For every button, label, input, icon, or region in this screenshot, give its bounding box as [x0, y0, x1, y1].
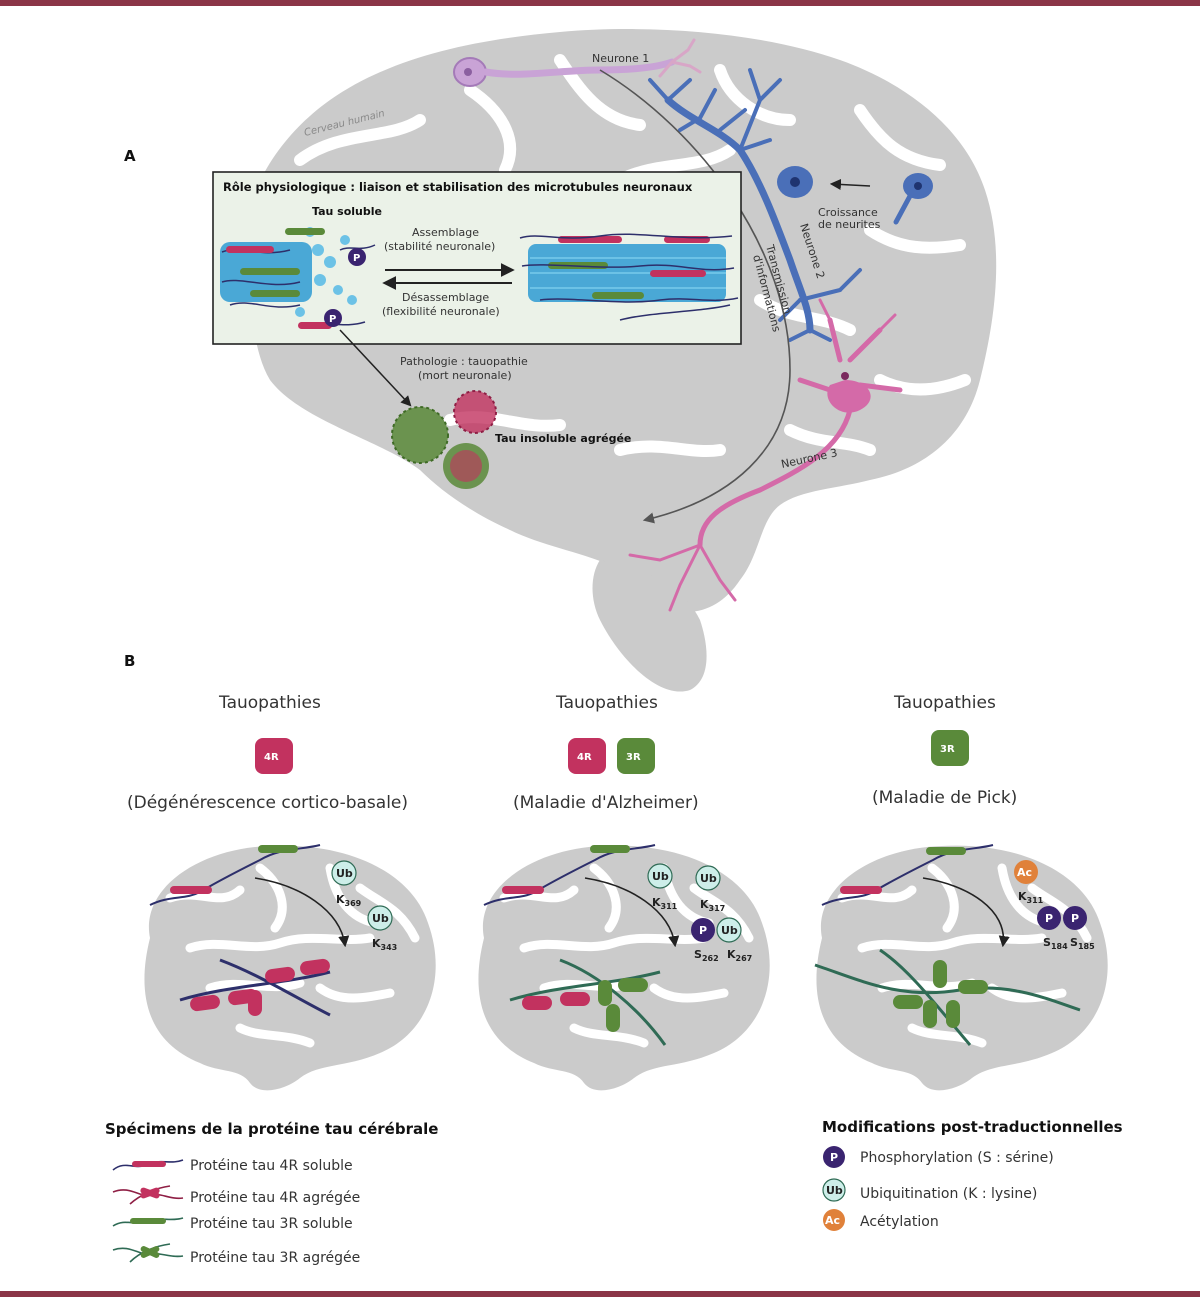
- growth-arrow: [829, 178, 871, 191]
- col2-mod-4: [716, 917, 742, 943]
- svg-text:Protéine tau 3R soluble: Protéine tau 3R soluble: [190, 1216, 353, 1232]
- svg-text:Ac: Ac: [1017, 866, 1032, 879]
- svg-text:Ub: Ub: [372, 912, 389, 925]
- svg-text:K311: K311: [1018, 890, 1044, 905]
- pathology-arrow: [339, 329, 412, 407]
- col2-mod-3: [691, 918, 715, 942]
- large-brain: Cerveau humain: [241, 29, 997, 692]
- legend-mods-title: Modifications post-traductionnelles: [822, 1118, 1123, 1136]
- col2-mod-1: [647, 863, 673, 889]
- col3-mod-1: [1014, 860, 1038, 884]
- svg-text:P: P: [1045, 912, 1053, 925]
- svg-text:Ub: Ub: [721, 924, 738, 937]
- svg-text:P: P: [1071, 912, 1079, 925]
- svg-text:S185: S185: [1070, 936, 1095, 951]
- svg-text:Ub: Ub: [652, 870, 669, 883]
- legend-ubiq: Ub Ubiquitination (K : lysine): [822, 1178, 1037, 1202]
- svg-text:Ub: Ub: [826, 1184, 843, 1197]
- microtubule-disassembling: [220, 227, 376, 329]
- legend-species-title: Spécimens de la protéine tau cérébrale: [105, 1120, 438, 1138]
- col1-mod-2: [367, 905, 393, 931]
- neuron-1: Neurone 1: [453, 38, 702, 87]
- svg-text:P: P: [699, 924, 707, 937]
- column-3: Tauopathies 3R (Maladie de Pick) Ac K311…: [815, 693, 1108, 1090]
- col3-mod-3: [1063, 906, 1087, 930]
- frame-bottom: [0, 1291, 1200, 1297]
- pathology-sub-label: (mort neuronale): [418, 369, 512, 382]
- growing-neuron: Croissance de neurites: [818, 173, 933, 231]
- panel-a-letter: A: [124, 147, 136, 165]
- legend-4r-aggregated: Protéine tau 4R agrégée: [112, 1185, 360, 1206]
- phospho-badge-1: [348, 248, 366, 266]
- col3-mod-2: [1037, 906, 1061, 930]
- col1-badge-4r: [255, 738, 293, 774]
- col2-title: Tauopathies: [555, 693, 658, 713]
- svg-text:Protéine tau 4R agrégée: Protéine tau 4R agrégée: [190, 1190, 360, 1206]
- legend-phospho: P Phosphorylation (S : sérine): [823, 1146, 1054, 1168]
- svg-text:3R: 3R: [626, 752, 641, 763]
- svg-text:K343: K343: [372, 937, 397, 952]
- physiological-role-box: Rôle physiologique : liaison et stabilis…: [212, 171, 742, 345]
- col1-title: Tauopathies: [218, 693, 321, 713]
- frame-top: [0, 0, 1200, 6]
- svg-text:4R: 4R: [577, 752, 592, 763]
- col2-mod-2: [695, 865, 721, 891]
- col1-disease: (Dégénérescence cortico-basale): [127, 793, 408, 813]
- panel-b: B Tauopathies 4R (Dégénérescence cortico…: [124, 652, 1108, 1090]
- col1-mod-1: [331, 860, 357, 886]
- legend-species: Spécimens de la protéine tau cérébrale P…: [105, 1120, 438, 1266]
- growth-label: Croissance: [818, 206, 878, 219]
- svg-text:K267: K267: [727, 948, 752, 963]
- phospho-badge-2: [324, 309, 342, 327]
- legend-4r-soluble: Protéine tau 4R soluble: [112, 1158, 353, 1174]
- box-title: Rôle physiologique : liaison et stabilis…: [223, 180, 693, 194]
- svg-text:K311: K311: [652, 896, 678, 911]
- insoluble-label: Tau insoluble agrégée: [495, 432, 631, 445]
- neuron1-label: Neurone 1: [592, 52, 649, 65]
- svg-text:Ub: Ub: [700, 872, 717, 885]
- tau-soluble-label: Tau soluble: [312, 205, 382, 218]
- transmission-arrow: [599, 69, 791, 524]
- svg-text:Phosphorylation (S : sérine): Phosphorylation (S : sérine): [860, 1150, 1054, 1166]
- pathology-label: Pathologie : tauopathie: [400, 355, 528, 368]
- microtubule-stable: [519, 233, 739, 321]
- svg-text:P: P: [353, 253, 360, 264]
- svg-text:K317: K317: [700, 898, 725, 913]
- panel-b-letter: B: [124, 652, 135, 670]
- svg-text:Protéine tau 4R soluble: Protéine tau 4R soluble: [190, 1158, 353, 1174]
- assembly-label: Assemblage: [412, 226, 479, 239]
- legend-mods: Modifications post-traductionnelles P Ph…: [822, 1118, 1123, 1231]
- column-1: Tauopathies 4R (Dégénérescence cortico-b…: [127, 693, 436, 1090]
- col2-disease: (Maladie d'Alzheimer): [513, 793, 699, 813]
- svg-text:P: P: [830, 1151, 838, 1164]
- svg-text:K369: K369: [336, 893, 362, 908]
- col3-title: Tauopathies: [893, 693, 996, 713]
- svg-text:Acétylation: Acétylation: [860, 1214, 939, 1230]
- panel-a: A Cerveau humain Neurone 1 Neurone 2: [124, 29, 997, 692]
- svg-text:3R: 3R: [940, 744, 955, 755]
- svg-text:S184: S184: [1043, 936, 1068, 951]
- tau-aggregates: [391, 390, 497, 489]
- svg-text:Protéine tau 3R agrégée: Protéine tau 3R agrégée: [190, 1250, 360, 1266]
- legend-3r-aggregated: Protéine tau 3R agrégée: [112, 1243, 360, 1266]
- col2-badge-4r: [568, 738, 606, 774]
- legend-acetyl: Ac Acétylation: [823, 1209, 939, 1231]
- disassembly-label: Désassemblage: [402, 291, 489, 304]
- col3-disease: (Maladie de Pick): [872, 788, 1017, 808]
- svg-text:Ac: Ac: [825, 1214, 840, 1227]
- legend-3r-soluble: Protéine tau 3R soluble: [112, 1216, 353, 1232]
- svg-text:S262: S262: [694, 948, 719, 963]
- col2-badge-3r: [617, 738, 655, 774]
- svg-text:P: P: [329, 314, 336, 325]
- disassembly-sub-label: (flexibilité neuronale): [382, 305, 500, 318]
- col3-badge-3r: [931, 730, 969, 766]
- growth-label-2: de neurites: [818, 218, 881, 231]
- svg-text:Ub: Ub: [336, 867, 353, 880]
- svg-text:Ubiquitination (K : lysine): Ubiquitination (K : lysine): [860, 1186, 1037, 1202]
- svg-text:4R: 4R: [264, 752, 279, 763]
- column-2: Tauopathies 4R 3R (Maladie d'Alzheimer) …: [478, 693, 769, 1090]
- assembly-sub-label: (stabilité neuronale): [384, 240, 495, 253]
